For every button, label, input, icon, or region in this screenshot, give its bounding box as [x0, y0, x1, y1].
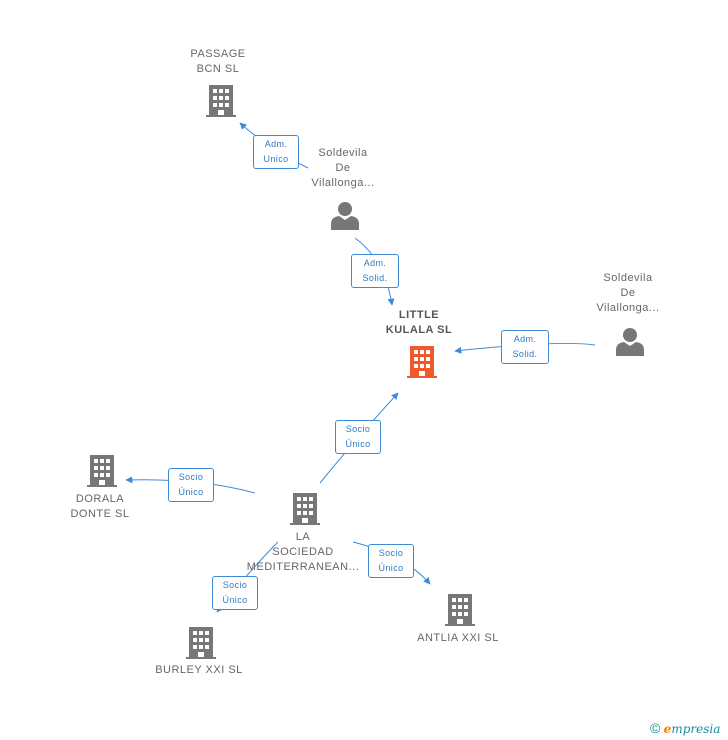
- node-label-soldevila-right[interactable]: Soldevila De Vilallonga...: [578, 271, 678, 316]
- node-label-line: De: [335, 162, 351, 174]
- building-icon-dorala[interactable]: [87, 455, 117, 487]
- node-label-line: Soldevila: [603, 272, 653, 284]
- node-label-line: DONTE SL: [70, 508, 130, 520]
- building-icon-little-kulala[interactable]: [407, 346, 437, 378]
- node-label-line: PASSAGE: [190, 48, 246, 60]
- edge-label-line: Socio: [345, 424, 371, 434]
- edge-label-socio-unico-burley[interactable]: Socio Único: [212, 576, 258, 610]
- node-label-line: LITTLE: [398, 309, 440, 321]
- edge-label-adm-solid-top[interactable]: Adm. Solid.: [351, 254, 399, 288]
- node-label-line: LA: [295, 531, 311, 543]
- node-label-soldevila-top[interactable]: Soldevila De Vilallonga...: [293, 146, 393, 191]
- edge-label-line: Solid.: [512, 349, 538, 359]
- node-label-line: De: [620, 287, 636, 299]
- node-label-line: Vilallonga...: [311, 177, 375, 189]
- building-icon-antlia[interactable]: [445, 594, 475, 626]
- node-label-line: BCN SL: [196, 63, 240, 75]
- node-label-little-kulala[interactable]: LITTLE KULALA SL: [369, 308, 469, 338]
- edge-label-line: Único: [178, 487, 204, 497]
- node-label-line: SOCIEDAD: [272, 546, 334, 558]
- edge-label-line: Único: [345, 439, 371, 449]
- edge-label-line: Socio: [378, 548, 404, 558]
- node-label-burley[interactable]: BURLEY XXI SL: [143, 663, 255, 678]
- edge-label-adm-unico[interactable]: Adm. Unico: [253, 135, 299, 169]
- node-label-line: MEDITERRANEAN...: [246, 561, 360, 573]
- building-icon-burley[interactable]: [186, 627, 216, 659]
- edge-label-line: Adm.: [513, 334, 537, 344]
- edge-label-socio-unico-little-kulala[interactable]: Socio Único: [335, 420, 381, 454]
- edge-label-line: Adm.: [264, 139, 288, 149]
- building-icon-la-sociedad[interactable]: [290, 493, 320, 525]
- node-label-line: BURLEY XXI SL: [155, 664, 243, 676]
- edge-label-socio-unico-antlia[interactable]: Socio Único: [368, 544, 414, 578]
- brand-name: mpresia: [671, 722, 721, 736]
- edge-label-line: Único: [222, 595, 248, 605]
- copyright-icon: ©: [650, 720, 661, 736]
- person-icon-soldevila-top[interactable]: [331, 202, 359, 230]
- person-icon-soldevila-right[interactable]: [616, 328, 644, 356]
- node-label-la-sociedad[interactable]: LA SOCIEDAD MEDITERRANEAN...: [243, 530, 363, 575]
- brand-initial: e: [663, 722, 672, 736]
- node-label-line: DORALA: [75, 493, 125, 505]
- edge-label-adm-solid-right[interactable]: Adm. Solid.: [501, 330, 549, 364]
- edge-label-line: Solid.: [362, 273, 388, 283]
- edge-label-line: Socio: [178, 472, 204, 482]
- node-label-antlia[interactable]: ANTLIA XXI SL: [402, 631, 514, 646]
- node-label-line: ANTLIA XXI SL: [417, 632, 499, 644]
- node-label-line: KULALA SL: [385, 324, 453, 336]
- node-label-line: Vilallonga...: [596, 302, 660, 314]
- edge-label-line: Único: [378, 563, 404, 573]
- node-label-line: Soldevila: [318, 147, 368, 159]
- node-label-passage[interactable]: PASSAGE BCN SL: [168, 47, 268, 77]
- edge-label-line: Socio: [222, 580, 248, 590]
- edge-label-socio-unico-dorala[interactable]: Socio Único: [168, 468, 214, 502]
- empresia-logo[interactable]: © empresia: [650, 720, 720, 738]
- node-label-dorala[interactable]: DORALA DONTE SL: [50, 492, 150, 522]
- edge-label-line: Unico: [263, 154, 289, 164]
- edge-label-line: Adm.: [363, 258, 387, 268]
- building-icon-passage[interactable]: [206, 85, 236, 117]
